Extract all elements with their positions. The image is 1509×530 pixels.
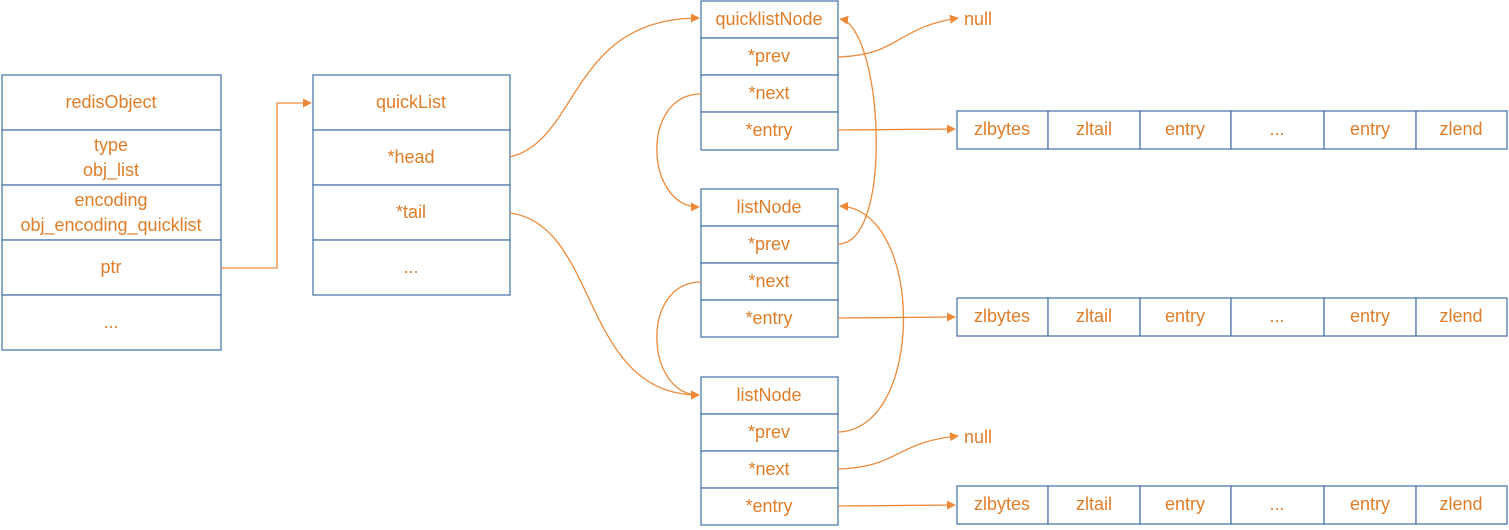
node-entry: *entry <box>745 496 792 516</box>
node-title-cell <box>700 376 839 415</box>
quicklist-struct: quickList *head *tail ... <box>312 74 511 296</box>
ziplist-cell <box>1047 110 1141 150</box>
redis-object-encoding-value: obj_encoding_quicklist <box>20 215 201 236</box>
node-next-cell <box>700 74 839 113</box>
redis-object-more: ... <box>103 312 118 332</box>
connectors <box>221 13 959 510</box>
quicklist-tail: *tail <box>396 202 426 222</box>
redis-object-type-cell <box>1 129 222 186</box>
redis-object-struct: redisObject type obj_list encoding obj_e… <box>1 74 222 351</box>
ziplist-2: zlbytes zltail entry ... entry zlend <box>956 485 1508 525</box>
node-entry-cell <box>700 487 839 526</box>
redis-object-title-cell <box>1 74 222 131</box>
ziplist-label: entry <box>1350 119 1390 139</box>
ziplist-label: ... <box>1269 306 1284 326</box>
node-title-cell <box>700 0 839 39</box>
ziplist-label: zltail <box>1076 119 1112 139</box>
redis-object-title: redisObject <box>65 92 156 112</box>
node0-entry-to-ziplist-arrow <box>837 124 956 134</box>
ziplist-cell <box>1230 297 1325 337</box>
redis-object-ptr: ptr <box>100 257 121 277</box>
ziplist-label: entry <box>1165 494 1205 514</box>
node0-prev-to-null-arrow <box>837 14 959 58</box>
list-node-2: listNode *prev *next *entry <box>700 376 839 526</box>
node1-next-to-node2-arrow <box>656 281 702 400</box>
node-title-cell <box>700 188 839 227</box>
node1-prev-to-node0-arrow <box>837 15 877 245</box>
quicklist-head: *head <box>387 147 434 167</box>
null-label-top: null <box>964 9 992 29</box>
tail-to-last-node-arrow <box>509 212 700 400</box>
ziplist-cell <box>1415 485 1508 525</box>
node-prev-cell <box>700 413 839 452</box>
quicklist-more-cell <box>312 239 511 296</box>
node2-prev-to-node1-arrow <box>837 201 905 433</box>
quicklist-title: quickList <box>376 92 446 112</box>
ziplist-0: zlbytes zltail entry ... entry zlend <box>956 110 1508 150</box>
redis-object-type-label: type <box>94 135 128 155</box>
ziplist-label: zlend <box>1439 494 1482 514</box>
ziplist-cell <box>1323 485 1417 525</box>
ziplist-label: entry <box>1165 119 1205 139</box>
redis-object-more-cell <box>1 294 222 351</box>
quicklist-title-cell <box>312 74 511 131</box>
ziplist-label: ... <box>1269 494 1284 514</box>
node-prev: *prev <box>748 422 790 442</box>
ziplist-cell <box>1139 485 1232 525</box>
node2-entry-to-ziplist-arrow <box>837 500 956 510</box>
quicklist-node-0: quicklistNode *prev *next *entry <box>700 0 839 151</box>
ziplist-label: entry <box>1165 306 1205 326</box>
ziplist-1: zlbytes zltail entry ... entry zlend <box>956 297 1508 337</box>
ziplist-label: entry <box>1350 306 1390 326</box>
node-entry: *entry <box>745 120 792 140</box>
ziplist-cell <box>1230 110 1325 150</box>
head-to-first-node-arrow <box>509 13 700 158</box>
node-prev: *prev <box>748 46 790 66</box>
ziplist-cell <box>1047 485 1141 525</box>
node-next: *next <box>748 459 789 479</box>
redis-object-ptr-cell <box>1 239 222 296</box>
ziplist-cell <box>1415 110 1508 150</box>
ziplist-label: entry <box>1350 494 1390 514</box>
node-title: listNode <box>736 385 801 405</box>
redis-object-encoding-label: encoding <box>74 190 147 210</box>
node1-entry-to-ziplist-arrow <box>837 312 956 322</box>
node-entry: *entry <box>745 308 792 328</box>
ziplist-label: zltail <box>1076 306 1112 326</box>
node0-next-to-node1-arrow <box>656 93 702 212</box>
node-next-cell <box>700 450 839 489</box>
quicklist-more: ... <box>403 257 418 277</box>
ziplist-label: zlend <box>1439 119 1482 139</box>
ziplist-cell <box>956 110 1049 150</box>
node-entry-cell <box>700 111 839 151</box>
node-entry-cell <box>700 299 839 338</box>
ziplist-label: zlbytes <box>974 494 1030 514</box>
node-next: *next <box>748 271 789 291</box>
ziplist-label: ... <box>1269 119 1284 139</box>
ziplist-cell <box>956 485 1049 525</box>
node2-next-to-null-arrow <box>837 432 959 470</box>
node-title: quicklistNode <box>715 9 822 29</box>
ziplist-label: zltail <box>1076 494 1112 514</box>
redis-object-encoding-cell <box>1 184 222 241</box>
node-prev: *prev <box>748 234 790 254</box>
ziplist-cell <box>1415 297 1508 337</box>
redis-object-type-value: obj_list <box>83 160 139 181</box>
ziplist-label: zlend <box>1439 306 1482 326</box>
quicklist-tail-cell <box>312 184 511 241</box>
ziplist-cell <box>1230 485 1325 525</box>
node-title: listNode <box>736 197 801 217</box>
ziplist-label: zlbytes <box>974 306 1030 326</box>
null-label-bottom: null <box>964 427 992 447</box>
ziplist-cell <box>956 297 1049 337</box>
list-node-1: listNode *prev *next *entry <box>700 188 839 338</box>
node-next: *next <box>748 83 789 103</box>
ptr-to-quicklist-arrow <box>221 98 312 269</box>
ziplist-label: zlbytes <box>974 119 1030 139</box>
ziplist-cell <box>1047 297 1141 337</box>
